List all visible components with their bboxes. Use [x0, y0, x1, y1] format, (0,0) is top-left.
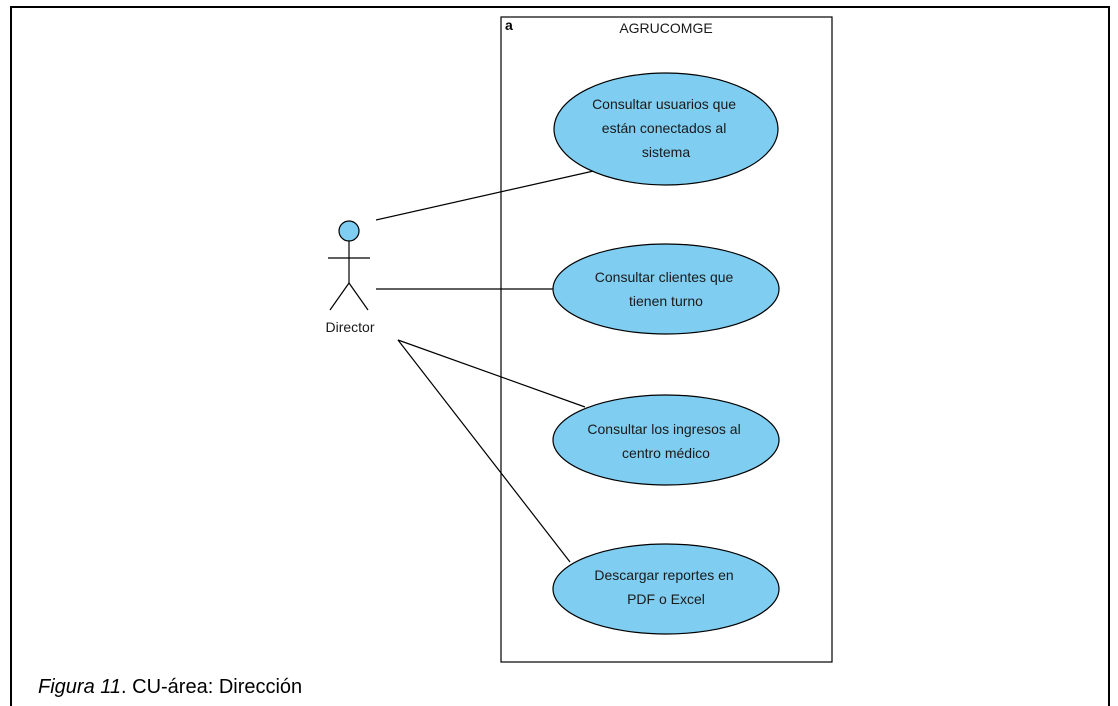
- system-boundary: [500, 16, 833, 663]
- stick-figure-icon: [338, 220, 360, 242]
- use-case-label-line: Consultar los ingresos al: [587, 421, 740, 437]
- use-case-label: Descargar reportes en PDF o Excel: [594, 567, 737, 607]
- figure-caption: Figura 11. CU-área: Dirección: [38, 676, 302, 699]
- use-case-ellipse: [552, 543, 780, 635]
- use-case-label: Consultar los ingresos al centro médico: [587, 421, 744, 461]
- figure-caption-text: . CU-área: Dirección: [121, 676, 303, 698]
- use-case-ellipse: [553, 72, 779, 186]
- use-case-label: Consultar usuarios que están conectados …: [592, 96, 740, 160]
- actor-name: Director: [325, 319, 374, 335]
- use-case-ellipse: [552, 394, 780, 486]
- association-line-1: [375, 169, 599, 221]
- use-case-2[interactable]: Consultar clientes que tienen turno: [552, 243, 780, 335]
- use-case-label-line: PDF o Excel: [627, 591, 705, 607]
- use-case-label-line: están conectados al: [602, 120, 727, 136]
- use-case-ellipse: [552, 243, 780, 335]
- system-tag: a: [505, 17, 513, 33]
- use-case-4[interactable]: Descargar reportes en PDF o Excel: [552, 543, 780, 635]
- use-case-label-line: centro médico: [622, 445, 710, 461]
- use-case-label-line: sistema: [642, 144, 690, 160]
- association-line-4: [397, 339, 571, 563]
- figure-number: Figura 11: [38, 676, 122, 698]
- use-case-3[interactable]: Consultar los ingresos al centro médico: [552, 394, 780, 486]
- figure-frame: [10, 6, 1110, 706]
- actor-right-leg: [348, 282, 369, 311]
- use-case-label-line: tienen turno: [629, 293, 703, 309]
- use-case-label-line: Consultar usuarios que: [592, 96, 736, 112]
- use-case-label-line: Consultar clientes que: [595, 269, 734, 285]
- association-line-3: [397, 339, 586, 408]
- actor-director[interactable]: Director: [325, 220, 375, 335]
- system-name: AGRUCOMGE: [619, 20, 712, 36]
- use-case-1[interactable]: Consultar usuarios que están conectados …: [553, 72, 779, 186]
- use-case-label-line: Descargar reportes en: [594, 567, 733, 583]
- actor-left-leg: [329, 282, 350, 311]
- use-case-label: Consultar clientes que tienen turno: [595, 269, 737, 309]
